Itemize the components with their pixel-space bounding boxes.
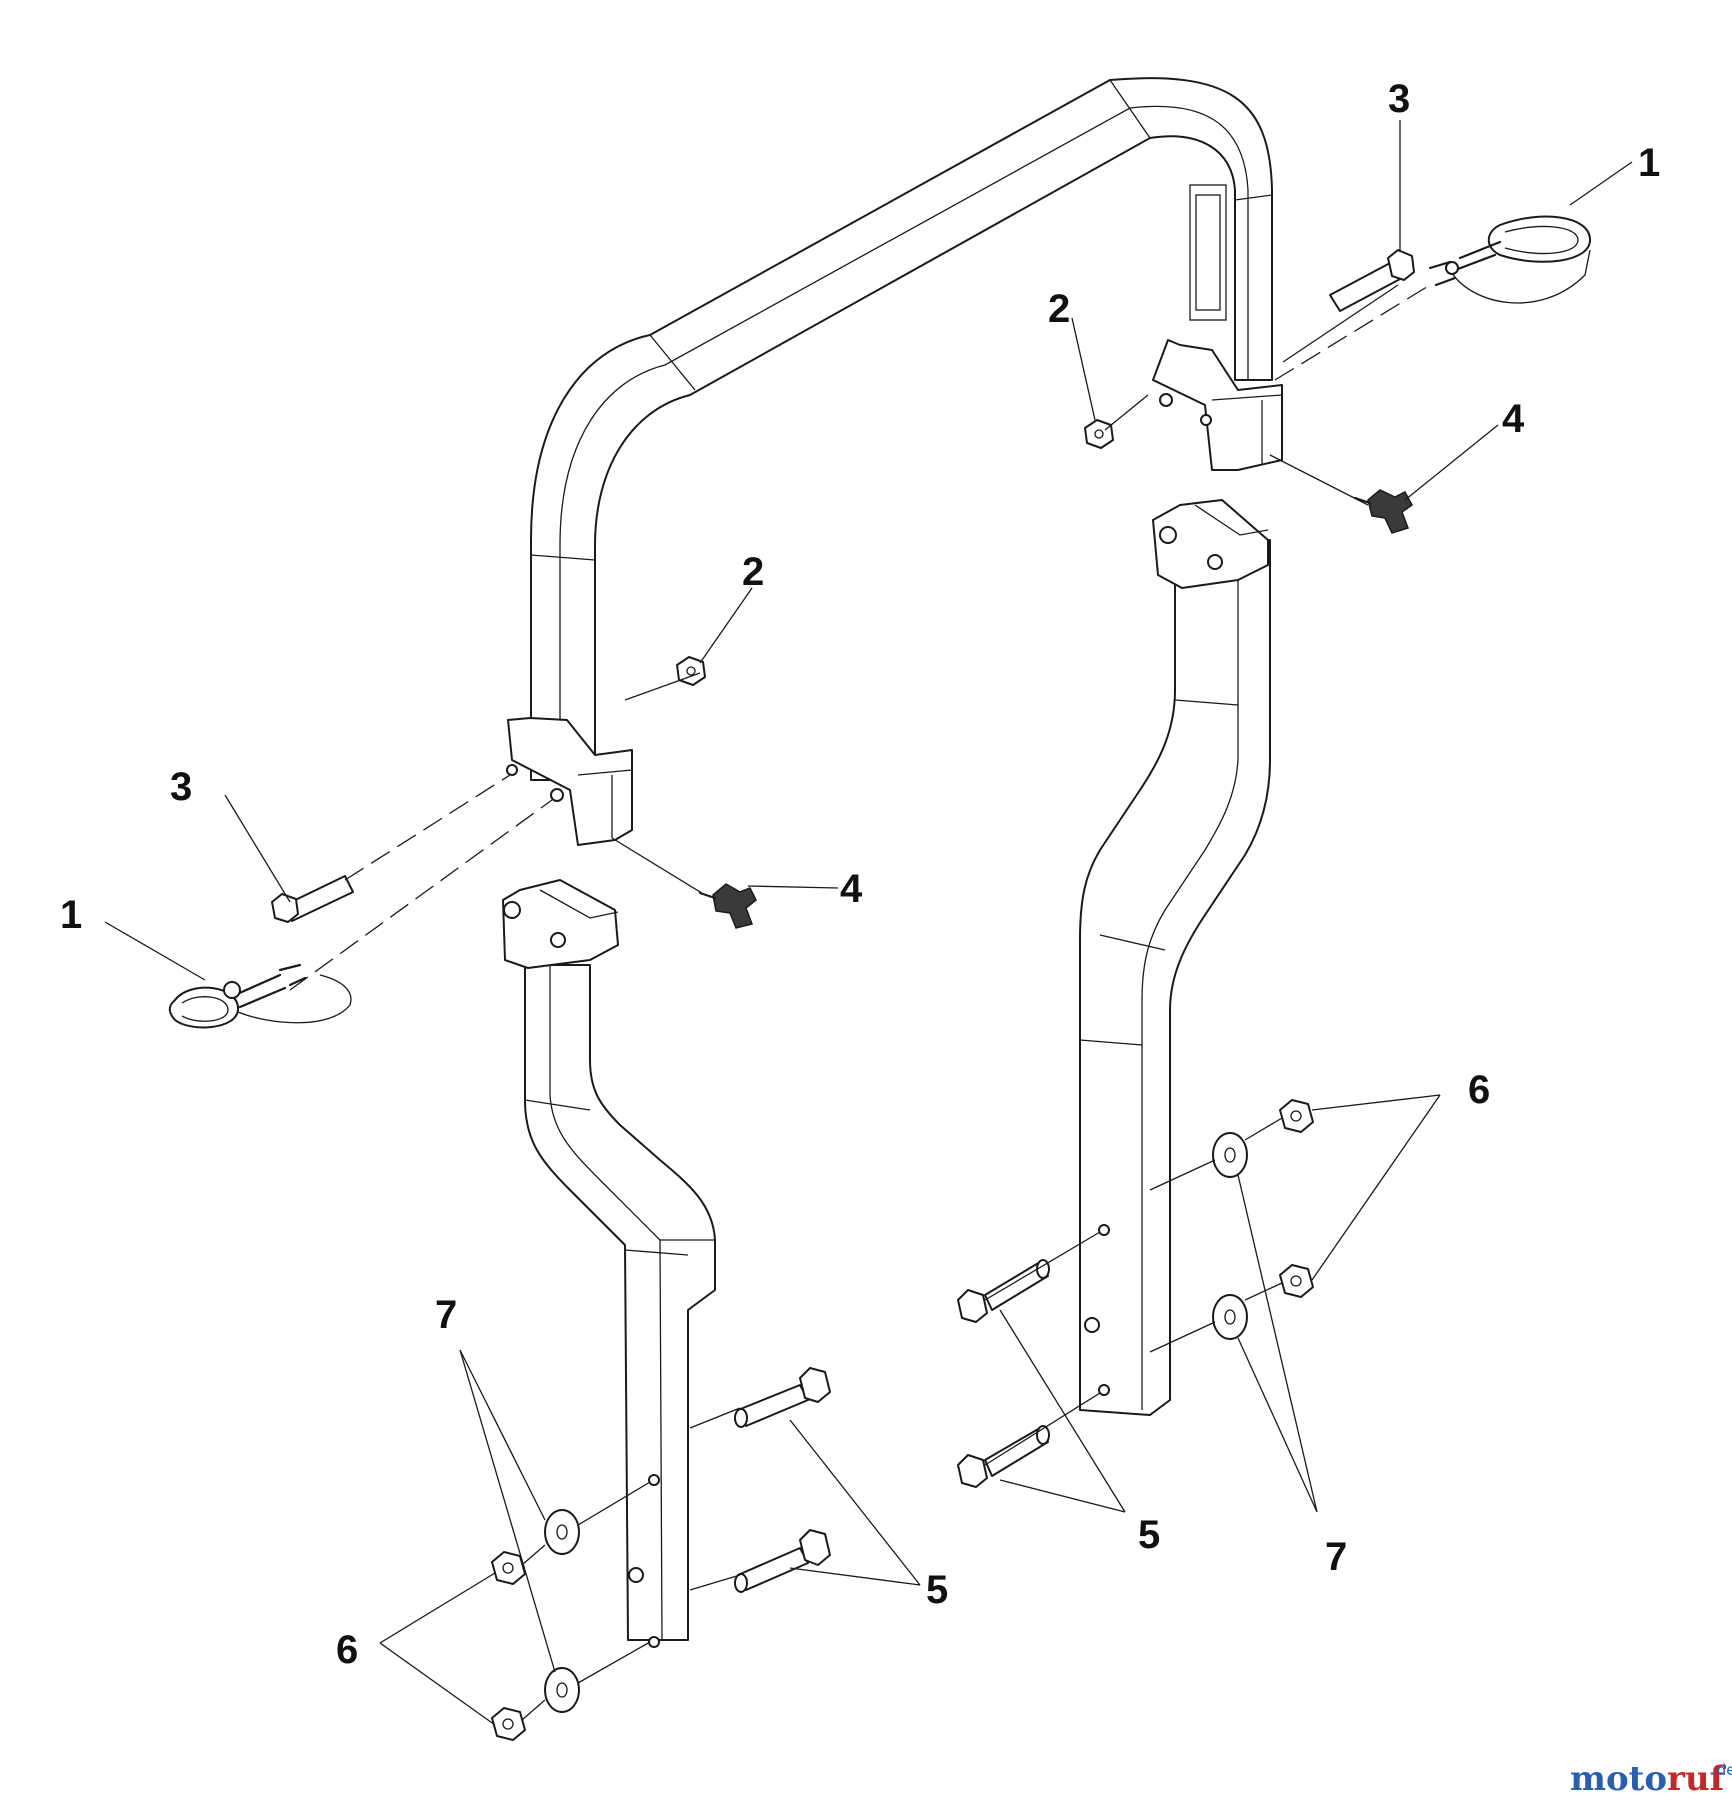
bolt-lower-right-2 (957, 1425, 1050, 1488)
callout-4-left: 4 (840, 867, 863, 911)
hex-nut-right (1084, 419, 1114, 449)
callout-6-right: 6 (1468, 1068, 1490, 1112)
callout-2-right: 2 (1048, 287, 1070, 331)
knob-right (1353, 489, 1413, 534)
callout-1-left: 1 (60, 893, 82, 937)
callouts: 1 1 2 2 3 3 4 4 5 5 6 6 7 7 (60, 77, 1660, 1672)
watermark-logo: motoruf .de (1570, 1759, 1732, 1799)
washer-left-2 (544, 1667, 580, 1713)
lock-nut-left-1 (491, 1551, 526, 1585)
callout-3-right: 3 (1388, 77, 1410, 121)
lower-left-leg (502, 879, 716, 1648)
svg-text:motoruf: motoruf (1570, 1759, 1727, 1799)
callout-4-right: 4 (1502, 397, 1525, 441)
bolt-lower-right-1 (957, 1259, 1050, 1323)
clevis-pin-right (1329, 249, 1415, 312)
clevis-pin-left (271, 875, 354, 923)
callout-2-left: 2 (742, 550, 764, 594)
lock-nut-left-2 (491, 1707, 526, 1741)
lock-nut-right-1 (1279, 1099, 1314, 1133)
callout-5-left: 5 (926, 1568, 948, 1612)
lower-right-leg (1079, 499, 1271, 1416)
assembly-lines (289, 284, 1431, 1721)
knob-left (698, 883, 757, 929)
bolt-lower-left-1 (734, 1367, 831, 1428)
leader-lines (104, 120, 1633, 1726)
callout-1-right: 1 (1638, 141, 1660, 185)
upper-right-bracket (1152, 339, 1283, 471)
upper-left-bracket (506, 717, 633, 846)
washer-left-1 (544, 1509, 580, 1555)
callout-6-left: 6 (336, 1628, 358, 1672)
callout-7-left: 7 (435, 1293, 457, 1337)
callout-5-right: 5 (1138, 1513, 1160, 1557)
callout-3-left: 3 (170, 765, 192, 809)
upper-handle (530, 77, 1273, 781)
svg-text:.de: .de (1712, 1761, 1732, 1779)
washer-right-1 (1212, 1132, 1248, 1178)
callout-7-right: 7 (1325, 1535, 1347, 1579)
hitch-pin-right (1428, 215, 1591, 304)
lock-nut-right-2 (1279, 1264, 1314, 1298)
bolt-lower-left-2 (734, 1529, 831, 1593)
hitch-pin-left (168, 963, 352, 1029)
washer-right-2 (1212, 1294, 1248, 1340)
